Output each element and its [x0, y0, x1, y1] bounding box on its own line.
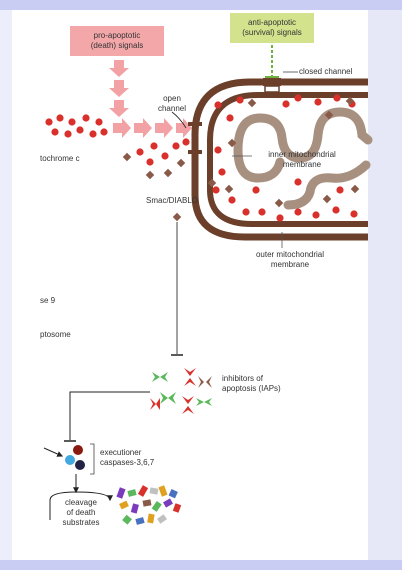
cleavage-bracket-right	[75, 491, 113, 502]
iaps-inhibit-caspases-line	[69, 391, 150, 440]
open-channel-pointer	[171, 111, 187, 129]
pro-apoptotic-box	[70, 26, 164, 56]
pro-apoptotic-label: pro-apoptotic (death) signals	[90, 31, 144, 50]
iaps-label: inhibitors of apoptosis (IAPs)	[222, 374, 281, 393]
open-channel	[188, 122, 202, 154]
right-margin	[368, 10, 402, 560]
footer-band	[0, 560, 402, 570]
cytochrome-c-label: tochrome c	[40, 154, 80, 163]
executioner-caspases-label: executioner caspases-3,6,7	[100, 448, 155, 467]
smac-diablo-molecules	[122, 96, 360, 222]
pro-signal-arrow	[109, 60, 192, 138]
cleavage-label: cleavage of death substrates	[62, 498, 100, 527]
outer-membrane	[191, 78, 368, 241]
closed-channel	[263, 78, 281, 93]
executioner-caspases	[65, 445, 85, 470]
anti-apoptotic-box	[230, 13, 314, 43]
cleavage-bracket	[49, 491, 77, 520]
inner-membrane-label: inner mitochondrial membrane	[268, 150, 336, 169]
header-band	[0, 0, 402, 10]
caspases-brace	[90, 443, 95, 475]
cytochrome-c-molecules	[45, 94, 358, 222]
left-margin	[0, 10, 12, 560]
activation-arrow	[43, 447, 64, 457]
anti-apoptotic-label: anti-apoptotic (survival) signals	[242, 18, 302, 37]
iap-molecules	[150, 368, 212, 414]
closed-channel-label: closed channel	[299, 67, 353, 76]
open-channel-label: open channel	[157, 94, 187, 113]
death-substrate-fragments	[116, 485, 182, 525]
caspase9-label: se 9	[40, 296, 56, 305]
outer-membrane-label: outer mitochondrial membrane	[255, 250, 325, 269]
cristae	[233, 107, 373, 210]
smac-diablo-label: Smac/DIABLO	[146, 196, 199, 205]
diagram-card	[12, 10, 368, 560]
apoptosome-label: ptosome	[40, 330, 71, 339]
